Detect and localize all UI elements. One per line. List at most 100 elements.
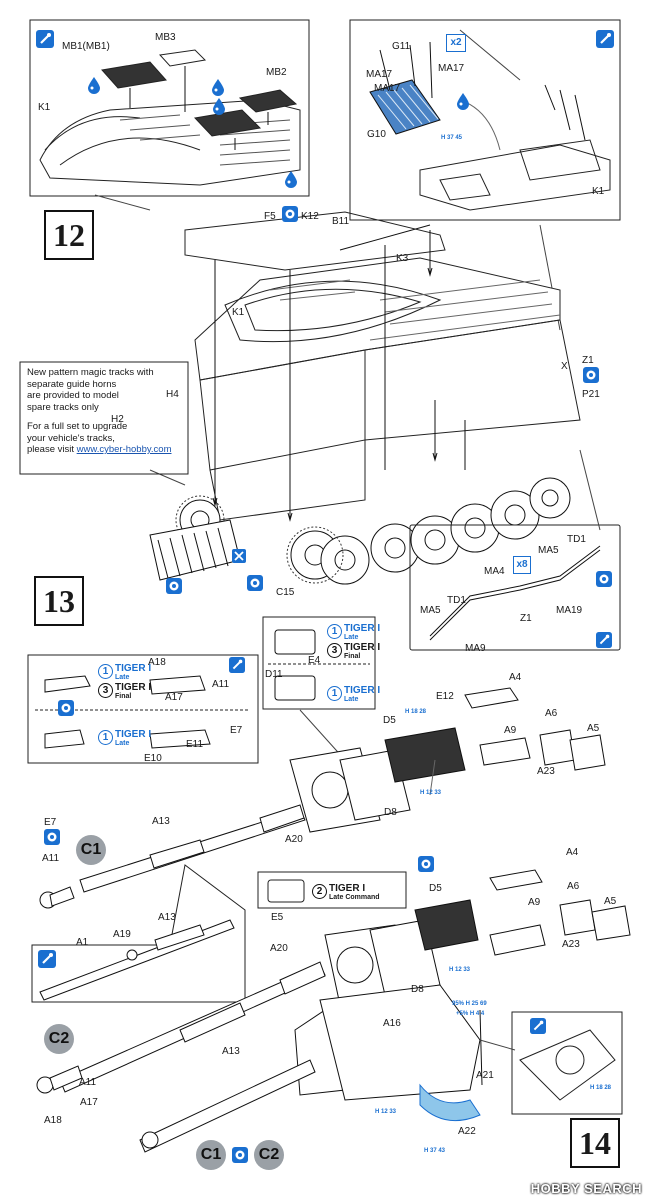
- variant-badge: C2: [254, 1140, 284, 1170]
- website-link[interactable]: www.cyber-hobby.com: [76, 444, 172, 455]
- part-label: K3: [396, 253, 409, 264]
- version-variant: Final: [115, 693, 132, 700]
- part-label: A5: [604, 896, 617, 907]
- version-number: 2: [312, 884, 327, 899]
- version-name: TIGER I: [344, 685, 381, 696]
- part-label: TD1: [567, 534, 586, 545]
- note-line: spare tracks only: [27, 401, 99, 413]
- variant-badge: C1: [76, 835, 106, 865]
- part-label: MA9: [465, 643, 486, 654]
- sprue-icon: [58, 700, 74, 721]
- part-label: A9: [504, 725, 517, 736]
- step-number: 13: [34, 576, 84, 626]
- cement-icon: [229, 657, 245, 678]
- note-line: New pattern magic tracks with: [27, 367, 154, 378]
- paint-code: 95% H 25 69: [452, 1001, 487, 1007]
- quantity-badge: x2: [446, 34, 466, 52]
- cement-icon: [596, 632, 612, 653]
- part-label: TD1: [447, 595, 466, 606]
- part-label: MA4: [484, 566, 505, 577]
- part-label: D8: [411, 984, 424, 995]
- part-label: MB1(MB1): [62, 41, 110, 52]
- part-label: D5: [429, 883, 442, 894]
- sprue-icon: [247, 575, 263, 596]
- part-label: E4: [308, 655, 321, 666]
- part-label: MA19: [556, 605, 583, 616]
- note-line: your vehicle's tracks,: [27, 432, 115, 444]
- version-name: TIGER I: [115, 729, 152, 740]
- part-label: E11: [186, 739, 204, 750]
- part-label: A20: [270, 943, 288, 954]
- part-label: D8: [384, 807, 397, 818]
- paint-code: H 12 33: [420, 790, 442, 796]
- part-label: K12: [301, 211, 319, 222]
- part-label: A6: [545, 708, 558, 719]
- sprue-icon: [596, 571, 612, 592]
- part-label: A5: [587, 723, 600, 734]
- water-drop-icon: [86, 76, 102, 99]
- part-label: A1: [76, 937, 89, 948]
- version-name: TIGER I: [329, 883, 366, 894]
- part-label: MB2: [266, 67, 287, 78]
- part-label: MA17: [438, 63, 465, 74]
- part-label: A13: [158, 912, 176, 923]
- cement-icon: [530, 1018, 546, 1039]
- paint-code: H 12 33: [375, 1109, 397, 1115]
- part-label: A21: [476, 1070, 494, 1081]
- version-name: TIGER I: [344, 642, 381, 653]
- version-number: 1: [327, 686, 342, 701]
- part-label: A13: [222, 1046, 240, 1057]
- version-variant: Final: [344, 653, 361, 660]
- part-label: A22: [458, 1126, 476, 1137]
- part-label: P21: [582, 389, 600, 400]
- part-label: A16: [383, 1018, 401, 1029]
- water-drop-icon: [455, 92, 471, 115]
- variant-badge: C1: [196, 1140, 226, 1170]
- part-label: G11: [392, 41, 411, 52]
- paint-code: H 12 33: [449, 967, 471, 973]
- paint-code: H 18 28: [590, 1085, 612, 1091]
- paint-code: H 37 43: [424, 1148, 446, 1154]
- version-variant: Late Command: [329, 894, 380, 901]
- part-label: A23: [562, 939, 580, 950]
- part-label: MB3: [155, 32, 176, 43]
- part-label: MA5: [538, 545, 559, 556]
- part-label: A11: [212, 679, 230, 690]
- part-label: E7: [230, 725, 243, 736]
- part-label: A4: [566, 847, 579, 858]
- part-label: A17: [165, 692, 183, 703]
- part-label: Z1: [520, 613, 532, 624]
- version-number: 1: [327, 624, 342, 639]
- part-label: F5: [264, 211, 276, 222]
- part-label: A19: [113, 929, 131, 940]
- water-drop-icon: [210, 78, 226, 101]
- note-line: please visit: [27, 444, 74, 455]
- paint-code: H 18 28: [405, 709, 427, 715]
- part-label: C15: [276, 587, 295, 598]
- part-label: E5: [271, 912, 284, 923]
- part-label: A23: [537, 766, 555, 777]
- part-label: A9: [528, 897, 541, 908]
- note-line: For a full set to upgrade: [27, 421, 128, 432]
- part-label: H2: [111, 414, 124, 425]
- part-label: H4: [166, 389, 179, 400]
- part-label: K1: [592, 186, 605, 197]
- version-number: 3: [98, 683, 113, 698]
- part-label: MA17: [366, 69, 393, 80]
- remove-part-icon: [232, 549, 246, 568]
- water-drop-icon: [211, 97, 227, 120]
- version-number: 1: [98, 664, 113, 679]
- sprue-icon: [418, 856, 434, 877]
- sprue-icon: [44, 829, 60, 850]
- version-number: 3: [327, 643, 342, 658]
- part-label: E10: [144, 753, 162, 764]
- part-label: A17: [80, 1097, 98, 1108]
- part-label: B11: [332, 216, 350, 227]
- part-label: A11: [42, 853, 60, 864]
